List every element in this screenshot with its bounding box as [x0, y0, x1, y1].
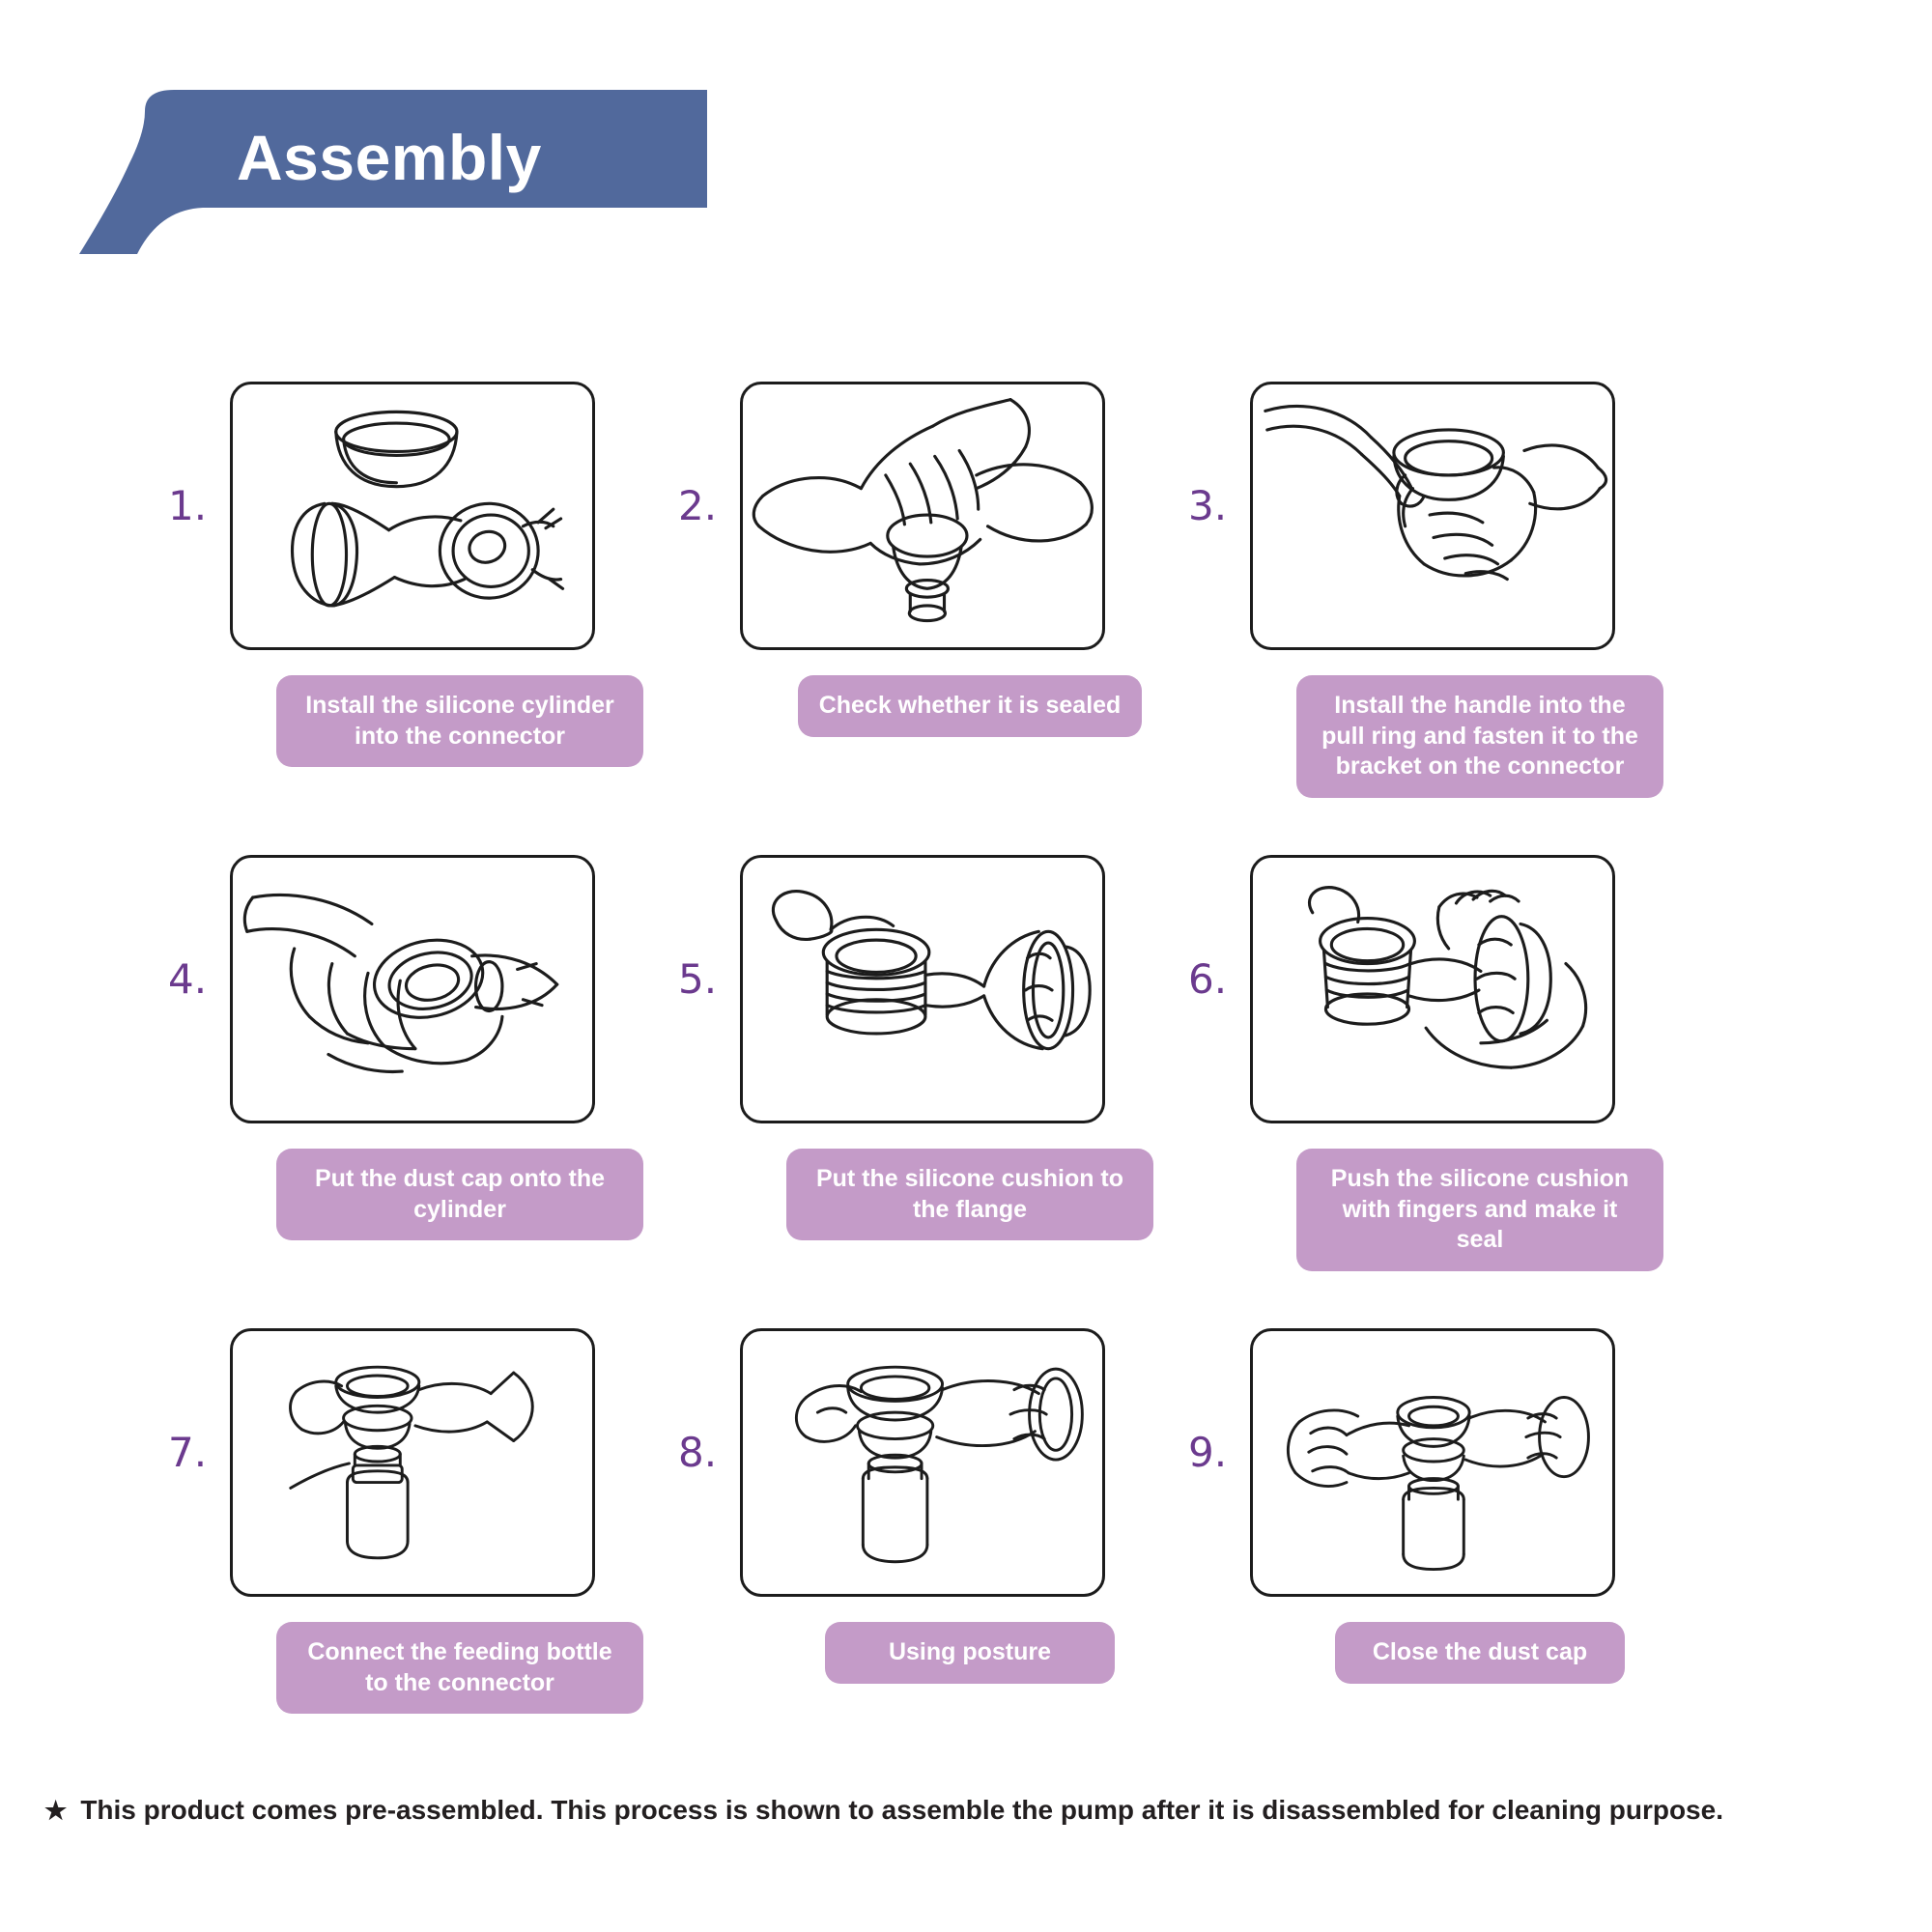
assembly-step-4: 4.: [168, 855, 690, 1328]
step-8-caption: Using posture: [825, 1622, 1115, 1684]
assembly-step-5: 5.: [678, 855, 1200, 1328]
step-4-number: 4.: [168, 955, 208, 1003]
header-banner: [58, 82, 715, 261]
step-4-body: 4.: [168, 855, 690, 1123]
step-8-number: 8.: [678, 1429, 718, 1476]
step-6-illustration-frame: [1250, 855, 1615, 1123]
star-icon: ★: [44, 1796, 68, 1825]
page-title: Assembly: [237, 122, 542, 193]
step-3-number: 3.: [1188, 482, 1228, 529]
assembly-step-9: 9.: [1188, 1328, 1710, 1802]
assembled-pump-posture-icon: [794, 1365, 1084, 1564]
step-3-body: 3.: [1188, 382, 1710, 650]
step-1-caption: Install the silicone cylinder into the c…: [276, 675, 643, 767]
header-bubble-shape: [79, 90, 707, 254]
step-5-body: 5.: [678, 855, 1200, 1123]
silicone-cushion-and-flange-icon: [771, 890, 1092, 1051]
hand-pushing-cushion-icon: [1307, 886, 1588, 1069]
step-7-body: 7.: [168, 1328, 690, 1597]
step-6-caption: Push the silicone cushion with fingers a…: [1296, 1149, 1663, 1271]
step-5-number: 5.: [678, 955, 718, 1003]
step-3-illustration-frame: [1250, 382, 1615, 650]
step-6-body: 6.: [1188, 855, 1710, 1123]
step-1-illustration-frame: [230, 382, 595, 650]
step-2-body: 2.: [678, 382, 1200, 650]
assembly-step-2: 2.: [678, 382, 1200, 855]
step-1-number: 1.: [168, 482, 208, 529]
pump-with-feeding-bottle-icon: [289, 1365, 534, 1560]
step-2-illustration-frame: [740, 382, 1105, 650]
footnote-text: This product comes pre-assembled. This p…: [80, 1795, 1723, 1825]
step-2-caption: Check whether it is sealed: [797, 675, 1143, 737]
step-9-number: 9.: [1188, 1429, 1228, 1476]
step-7-illustration-frame: [230, 1328, 595, 1597]
step-7-number: 7.: [168, 1429, 208, 1476]
step-8-body: 8.: [678, 1328, 1200, 1597]
step-9-caption: Close the dust cap: [1335, 1622, 1625, 1684]
assembly-step-3: 3.: [1188, 382, 1710, 855]
step-1-body: 1.: [168, 382, 690, 650]
assembly-step-6: 6.: [1188, 855, 1710, 1328]
step-9-body: 9.: [1188, 1328, 1710, 1597]
step-2-number: 2.: [678, 482, 718, 529]
silicone-cylinder-and-connector-icon: [291, 410, 565, 608]
step-6-number: 6.: [1188, 955, 1228, 1003]
hand-placing-dust-cap-icon: [242, 893, 559, 1074]
step-8-illustration-frame: [740, 1328, 1105, 1597]
step-3-caption: Install the handle into the pull ring an…: [1296, 675, 1663, 798]
assembly-step-1: 1.: [168, 382, 690, 855]
footnote: ★ This product comes pre-assembled. This …: [44, 1795, 1723, 1826]
assembly-step-7: 7.: [168, 1328, 690, 1802]
step-5-illustration-frame: [740, 855, 1105, 1123]
step-9-illustration-frame: [1250, 1328, 1615, 1597]
assembly-step-8: 8.: [678, 1328, 1200, 1802]
step-4-illustration-frame: [230, 855, 595, 1123]
step-5-caption: Put the silicone cushion to the flange: [786, 1149, 1153, 1240]
hand-installing-handle-icon: [1264, 405, 1608, 582]
step-4-caption: Put the dust cap onto the cylinder: [276, 1149, 643, 1240]
hand-checking-seal-icon: [752, 398, 1094, 623]
hand-closing-dust-cap-icon: [1287, 1396, 1590, 1572]
assembly-steps-grid: 1.: [168, 382, 1710, 1802]
step-7-caption: Connect the feeding bottle to the connec…: [276, 1622, 643, 1714]
